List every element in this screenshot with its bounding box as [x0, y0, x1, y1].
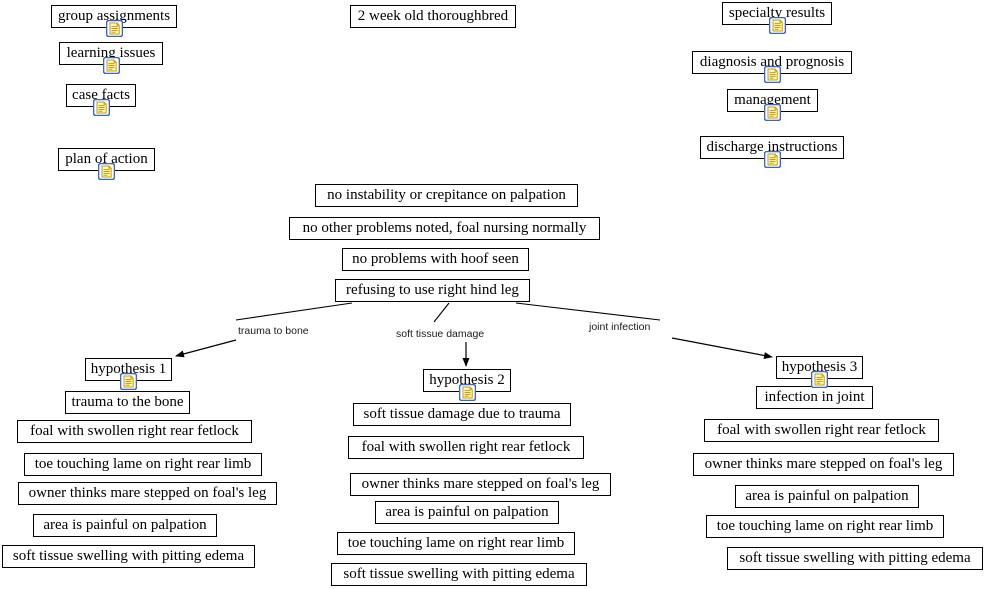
edge-to-hypothesis-3 [515, 302, 661, 321]
node-label: area is painful on palpation [745, 488, 909, 504]
node-label: foal with swollen right rear fetlock [717, 422, 926, 438]
node-h2-ev-3[interactable]: area is painful on palpation [375, 501, 559, 524]
node-h1-ev-1[interactable]: foal with swollen right rear fetlock [17, 420, 252, 443]
node-h2-claim[interactable]: soft tissue damage due to trauma [353, 403, 571, 426]
node-label: diagnosis and prognosis [699, 54, 845, 70]
node-label: soft tissue swelling with pitting edema [343, 566, 575, 582]
document-icon[interactable] [763, 150, 781, 168]
node-title[interactable]: 2 week old thoroughbred [350, 5, 516, 28]
node-label: group assignments [57, 8, 171, 24]
node-label: trauma to the bone [71, 394, 184, 410]
node-label: no other problems noted, foal nursing no… [302, 220, 587, 236]
document-icon[interactable] [120, 372, 137, 390]
node-label: toe touching lame on right rear limb [34, 456, 252, 472]
node-case-facts[interactable]: case facts [66, 84, 136, 107]
node-no-instability[interactable]: no instability or crepitance on palpatio… [315, 184, 578, 207]
arrow-hypothesis-3 [671, 337, 773, 359]
node-management[interactable]: management [727, 89, 818, 112]
document-icon[interactable] [763, 65, 781, 83]
node-label: management [734, 92, 811, 108]
document-icon[interactable] [105, 19, 123, 37]
edge-to-hypothesis-2 [433, 302, 450, 323]
node-h2-ev-1[interactable]: foal with swollen right rear fetlock [348, 436, 584, 459]
node-label: foal with swollen right rear fetlock [361, 439, 571, 455]
node-label: discharge instructions [706, 139, 838, 155]
node-label: hypothesis 2 [429, 372, 505, 388]
edge-label-joint-infection: joint infection [589, 321, 651, 333]
document-icon[interactable] [92, 98, 110, 116]
node-label: no problems with hoof seen [352, 251, 519, 267]
node-label: area is painful on palpation [385, 504, 549, 520]
node-label: soft tissue damage due to trauma [363, 406, 561, 422]
arrow-hypothesis-1 [175, 339, 237, 358]
node-label: refusing to use right hind leg [346, 282, 519, 298]
node-label: owner thinks mare stepped on foal's leg [28, 485, 267, 501]
node-label: soft tissue swelling with pitting edema [12, 548, 245, 564]
document-icon[interactable] [102, 56, 120, 74]
node-learning-issues[interactable]: learning issues [59, 42, 163, 65]
node-h1-claim[interactable]: trauma to the bone [65, 391, 190, 414]
node-label: hypothesis 3 [781, 359, 858, 375]
node-h3-ev-5[interactable]: soft tissue swelling with pitting edema [727, 547, 983, 570]
node-label: plan of action [65, 151, 148, 167]
document-icon[interactable] [458, 383, 476, 401]
node-label: 2 week old thoroughbred [357, 8, 509, 24]
node-label: toe touching lame on right rear limb [347, 535, 565, 551]
node-label: no instability or crepitance on palpatio… [327, 187, 566, 203]
edge-label-trauma-to-bone: trauma to bone [238, 325, 309, 337]
node-label: toe touching lame on right rear limb [716, 518, 934, 534]
node-h1-ev-2[interactable]: toe touching lame on right rear limb [24, 453, 262, 476]
node-label: hypothesis 1 [90, 361, 167, 377]
node-h3-ev-2[interactable]: owner thinks mare stepped on foal's leg [693, 453, 954, 476]
node-label: owner thinks mare stepped on foal's leg [361, 476, 600, 492]
node-label: soft tissue swelling with pitting edema [739, 550, 971, 566]
edge-label-soft-tissue-damage: soft tissue damage [396, 328, 485, 340]
node-h3-ev-3[interactable]: area is painful on palpation [735, 485, 919, 508]
node-no-hoof-problems[interactable]: no problems with hoof seen [342, 248, 529, 271]
node-label: specialty results [728, 5, 826, 21]
node-h2-ev-2[interactable]: owner thinks mare stepped on foal's leg [350, 473, 611, 496]
document-icon[interactable] [811, 370, 828, 388]
node-h3-title[interactable]: hypothesis 3 [776, 356, 863, 379]
document-icon[interactable] [98, 162, 115, 180]
node-label: owner thinks mare stepped on foal's leg [704, 456, 943, 472]
node-label: case facts [72, 87, 130, 103]
edge-to-hypothesis-1 [235, 302, 353, 321]
node-h1-ev-4[interactable]: area is painful on palpation [33, 514, 217, 537]
node-group-assignments[interactable]: group assignments [51, 5, 177, 28]
node-h3-ev-1[interactable]: foal with swollen right rear fetlock [704, 419, 939, 442]
node-label: learning issues [66, 45, 156, 61]
node-h1-ev-5[interactable]: soft tissue swelling with pitting edema [2, 545, 255, 568]
node-h2-ev-5[interactable]: soft tissue swelling with pitting edema [331, 563, 587, 586]
node-refusing-leg[interactable]: refusing to use right hind leg [335, 279, 530, 302]
node-label: infection in joint [764, 389, 865, 405]
node-h2-ev-4[interactable]: toe touching lame on right rear limb [337, 532, 575, 555]
document-icon[interactable] [768, 16, 786, 34]
document-icon[interactable] [764, 103, 781, 121]
node-plan-of-action[interactable]: plan of action [58, 148, 155, 171]
node-h3-ev-4[interactable]: toe touching lame on right rear limb [706, 515, 944, 538]
node-no-other-problems[interactable]: no other problems noted, foal nursing no… [289, 217, 600, 240]
node-label: area is painful on palpation [43, 517, 207, 533]
node-discharge-instructions[interactable]: discharge instructions [700, 136, 844, 159]
node-h3-claim[interactable]: infection in joint [756, 386, 873, 409]
node-h2-title[interactable]: hypothesis 2 [423, 369, 511, 392]
node-h1-ev-3[interactable]: owner thinks mare stepped on foal's leg [18, 482, 277, 505]
node-label: foal with swollen right rear fetlock [30, 423, 239, 439]
